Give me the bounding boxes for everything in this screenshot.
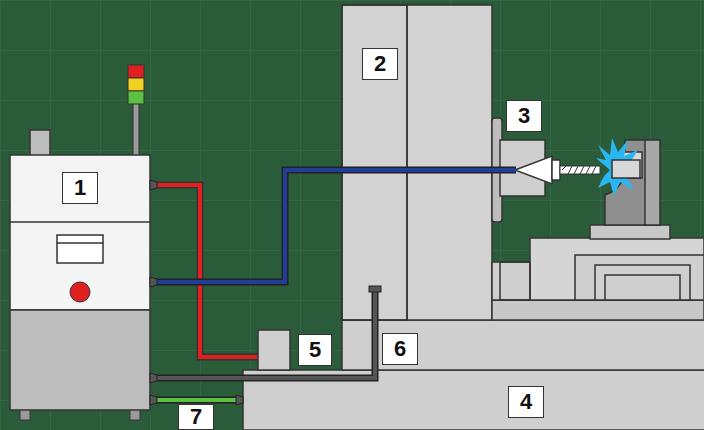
callout-number: 7: [190, 406, 202, 428]
callout-box: 7: [178, 404, 214, 430]
callout-box: 4: [508, 386, 544, 418]
callout-box: 3: [506, 100, 542, 132]
callout-box: 6: [382, 333, 418, 365]
callout-number: 3: [518, 105, 530, 127]
callout-number: 2: [374, 53, 386, 75]
callout-number: 6: [394, 338, 406, 360]
callout-box: 5: [298, 334, 332, 366]
callout-number: 5: [309, 339, 321, 361]
callout-box: 2: [362, 48, 398, 80]
callout-number: 1: [74, 177, 86, 199]
callout-number: 4: [520, 391, 532, 413]
callout-box: 1: [62, 172, 98, 204]
